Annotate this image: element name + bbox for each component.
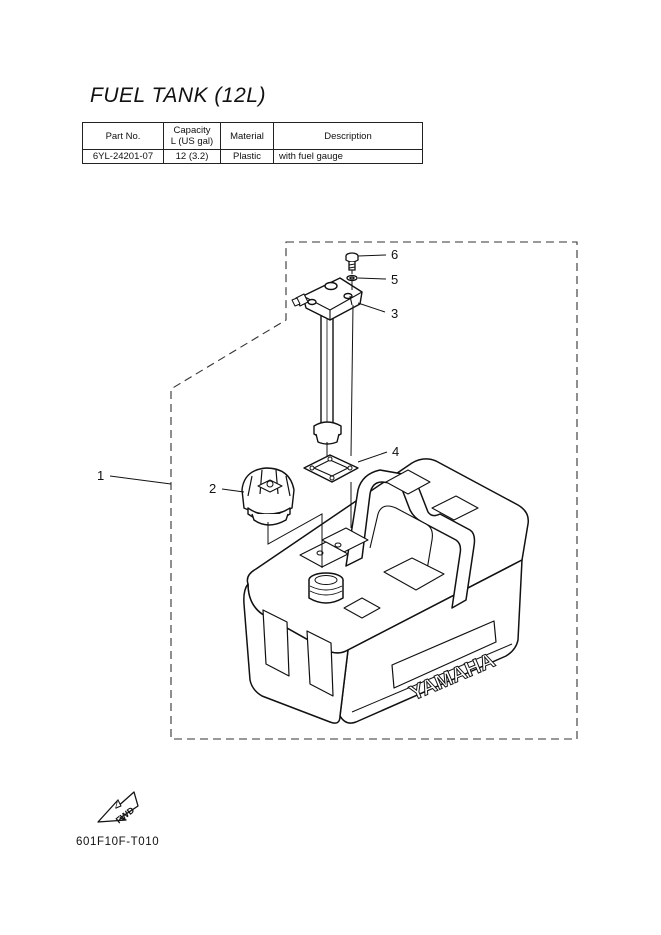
fuel-gauge	[291, 277, 363, 445]
callout-1: 1	[97, 468, 105, 483]
spec-table: Part No. Capacity L (US gal) Material De…	[82, 122, 423, 164]
fuel-tank	[243, 458, 530, 724]
header-material: Material	[220, 122, 274, 150]
header-capacity-line2: L (US gal)	[170, 136, 214, 147]
cell-material: Plastic	[220, 149, 274, 164]
assembly-boundary	[170, 241, 578, 740]
fwd-arrow-icon	[97, 791, 139, 823]
callout-6: 6	[391, 247, 399, 262]
callout-3: 3	[391, 306, 399, 321]
cell-part-no: 6YL-24201-07	[82, 149, 164, 164]
callout-5: 5	[391, 272, 399, 287]
spec-header-row: Part No. Capacity L (US gal) Material De…	[82, 122, 423, 150]
callout-leaders	[109, 254, 388, 493]
header-part-no: Part No.	[82, 122, 164, 150]
filler-cap	[241, 467, 295, 526]
washer	[346, 274, 358, 282]
reference-code: 601F10F-T010	[76, 836, 160, 848]
header-capacity-line1: Capacity	[173, 125, 211, 136]
page-title: FUEL TANK (12L)	[90, 84, 266, 107]
callout-2: 2	[209, 481, 217, 496]
header-description: Description	[273, 122, 423, 150]
table-row: 6YL-24201-07 12 (3.2) Plastic with fuel …	[82, 149, 423, 164]
assembly-guide-lines	[267, 270, 354, 568]
screw	[345, 252, 359, 271]
cell-description: with fuel gauge	[273, 149, 423, 164]
callout-4: 4	[392, 444, 400, 459]
header-capacity: Capacity L (US gal)	[163, 122, 221, 150]
gasket	[303, 454, 359, 483]
